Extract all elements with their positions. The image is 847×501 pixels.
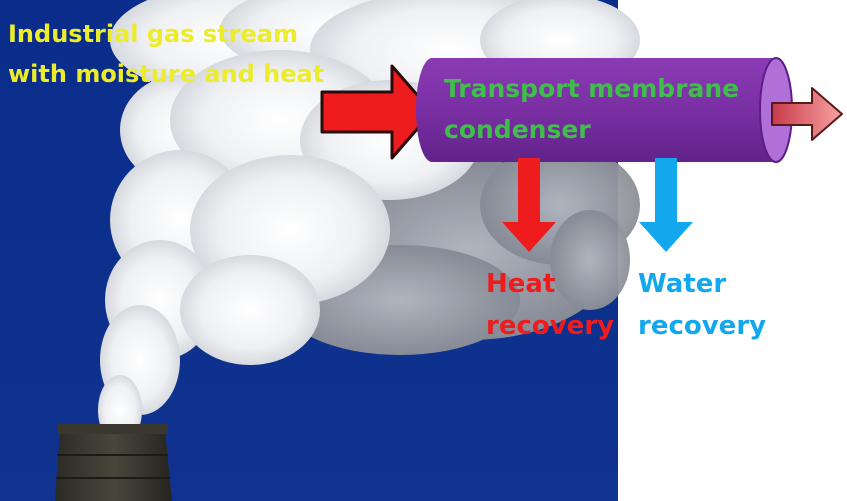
water-label-line1: Water xyxy=(638,269,726,299)
input-label-line2: with moisture and heat xyxy=(8,60,324,88)
condenser-label-line1: Transport membrane xyxy=(444,74,739,103)
heat-label-line1: Heat xyxy=(486,269,555,299)
heat-arrow-down-icon xyxy=(502,158,556,252)
condenser-label-line2: condenser xyxy=(444,115,591,144)
exhaust-arrow-right-icon xyxy=(771,87,843,141)
water-arrow-down-icon xyxy=(639,158,693,252)
arrow-right-icon xyxy=(320,64,434,160)
chimney xyxy=(55,424,172,501)
input-label-line1: Industrial gas stream xyxy=(8,20,298,48)
water-label-line2: recovery xyxy=(638,311,766,341)
white-smoke-plume xyxy=(98,0,640,445)
heat-label-line2: recovery xyxy=(486,311,614,341)
